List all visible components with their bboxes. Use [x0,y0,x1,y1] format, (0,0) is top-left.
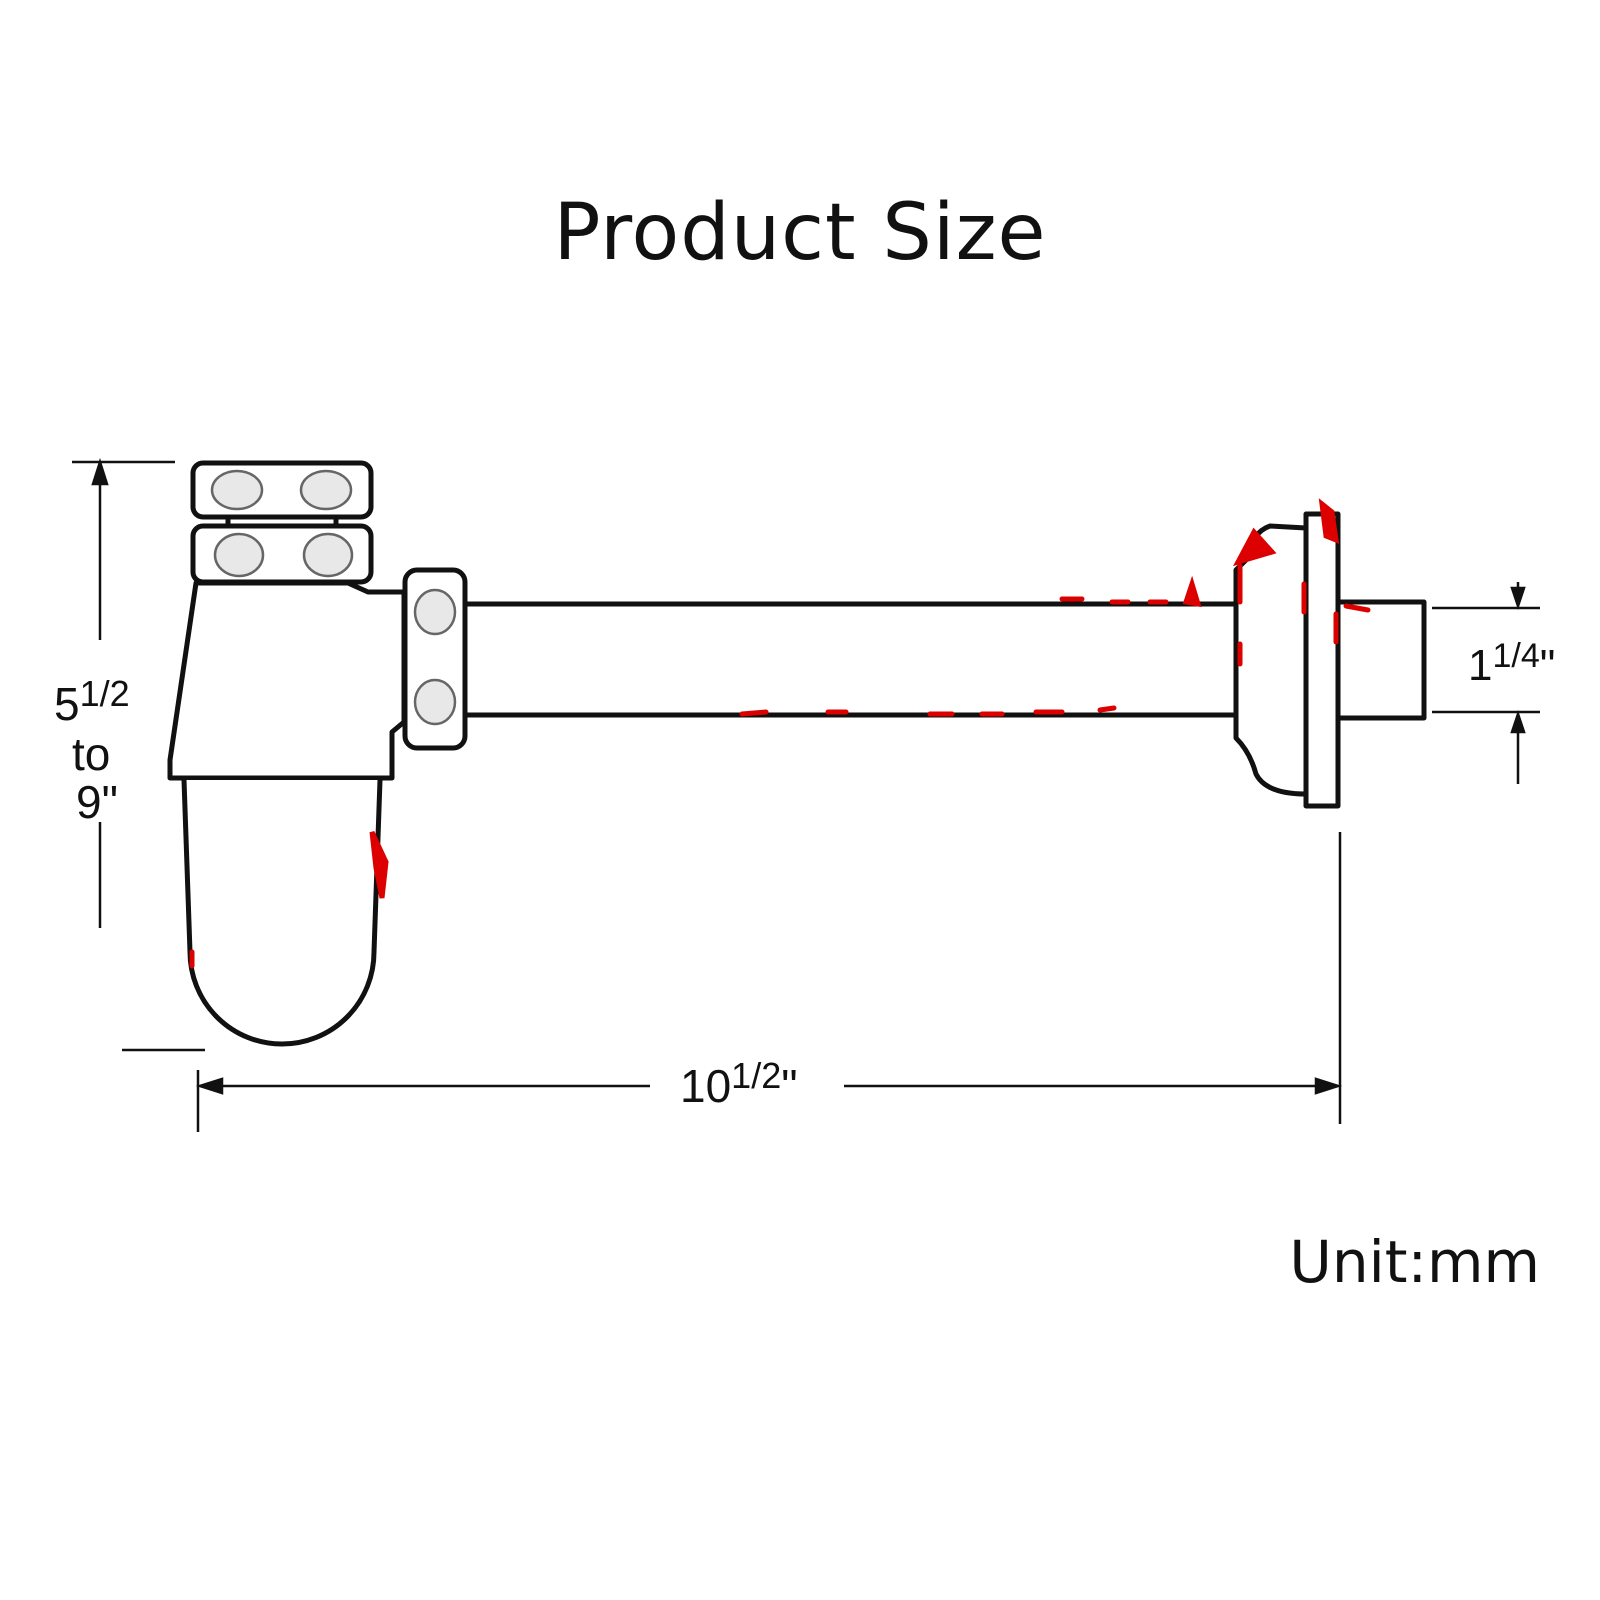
length-dimension [195,832,1343,1132]
trap-bottle-cup [181,779,383,1047]
red-markup [189,498,1371,969]
markup-dash [1343,603,1371,613]
length-arrow-left-icon [195,1077,224,1095]
bolt-head-icon [413,678,457,726]
bolt-head-icon [213,532,265,578]
bolt-head-icon [413,588,457,636]
markup-tick [1318,498,1340,544]
flange-escutcheon [1233,523,1309,797]
markup-tick [369,830,389,899]
outlet-pipe [465,601,1236,718]
nut-bolts [210,469,457,726]
bolt-head-icon [299,469,353,511]
markup-dash [1097,705,1117,713]
length-label: 101/2" [680,1055,798,1112]
diameter-arrow-up-icon [1510,710,1526,734]
page-title: Product Size [553,188,1047,278]
flange-plate [1303,511,1341,809]
trap-upper-body [167,580,407,781]
diameter-dimension [1432,582,1540,784]
bolt-head-icon [302,532,354,578]
markup-tick [1232,527,1277,567]
height-max-label: 9" [76,776,118,828]
length-arrow-right-icon [1314,1077,1343,1095]
diameter-label: 11/4" [1468,637,1555,690]
bolt-head-icon [210,469,264,511]
diameter-arrow-down-icon [1510,586,1526,610]
height-arrow-up-icon [91,457,109,486]
wall-flange [1233,511,1427,809]
height-connector-label: to [72,728,110,780]
wall-stub-pipe [1335,599,1427,721]
markup-tick [1182,575,1202,608]
markup-dash [739,709,769,717]
height-dimension [72,457,205,1052]
height-min-label: 51/2 [54,673,130,730]
unit-label: Unit:mm [1289,1228,1540,1296]
